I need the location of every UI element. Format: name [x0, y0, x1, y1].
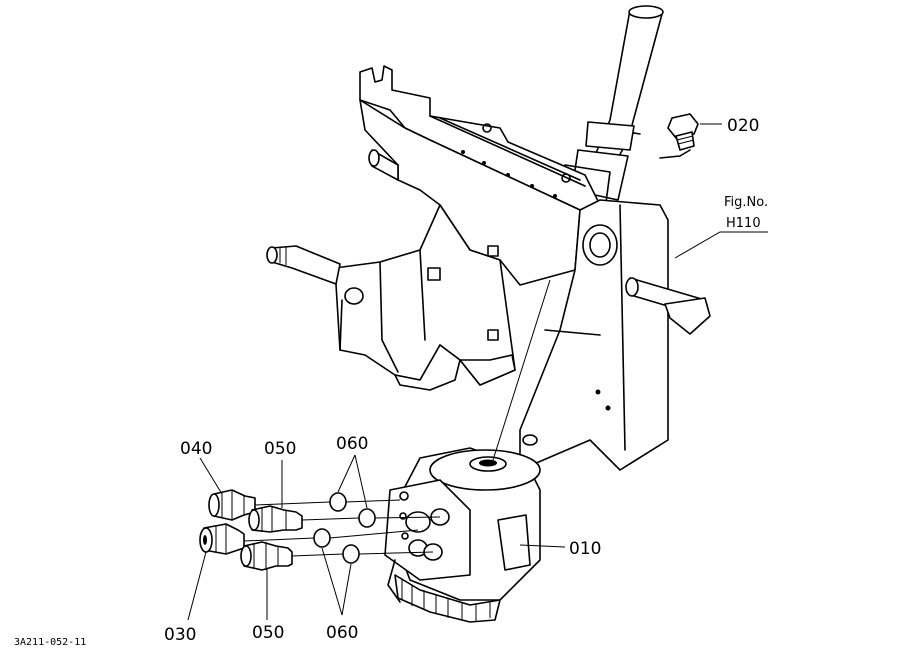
part-060-o-rings [313, 492, 376, 564]
callout-050-top: 050 [264, 439, 296, 459]
callout-060-bottom: 060 [326, 623, 358, 643]
drawing-code: 3A211-052-11 [14, 637, 86, 648]
callout-060-top: 060 [336, 434, 368, 454]
part-050-fitting-upper [248, 505, 303, 533]
part-020-bolt [659, 113, 699, 159]
part-040-fitting [208, 489, 256, 521]
leader-lines [187, 123, 768, 621]
callout-020: 020 [727, 116, 759, 136]
figure-ref-number: H110 [726, 216, 761, 231]
callout-040: 040 [180, 439, 212, 459]
upper-stub-shaft [368, 149, 399, 181]
steering-support-frame [334, 65, 669, 471]
callout-050-bottom: 050 [252, 623, 284, 643]
callout-030: 030 [164, 625, 196, 645]
part-050-fitting-lower [240, 541, 293, 571]
part-010-steering-valve [384, 447, 541, 623]
callout-010: 010 [569, 539, 601, 559]
left-pedal-shaft [266, 245, 341, 285]
assembly-guide-lines [243, 279, 551, 557]
figure-ref-label: Fig.No. [724, 195, 768, 210]
right-pedal-shaft [625, 277, 711, 335]
part-030-fitting [199, 523, 245, 555]
